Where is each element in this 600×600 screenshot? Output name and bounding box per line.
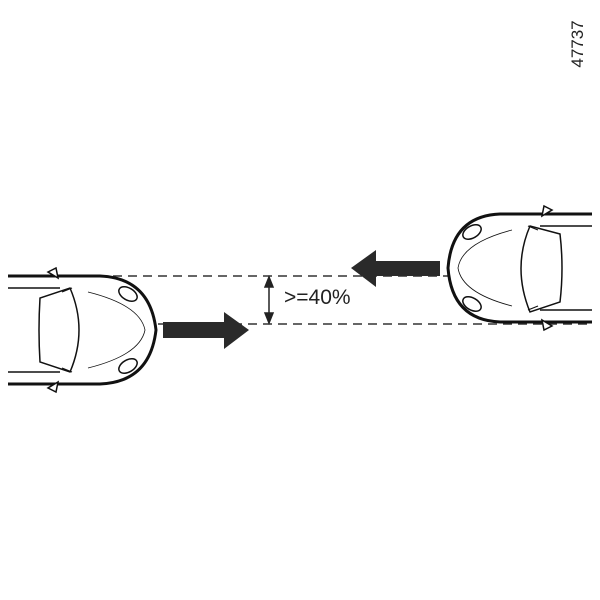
car-right <box>446 204 592 332</box>
reference-number: 47737 <box>568 20 587 68</box>
arrow-left-icon <box>351 250 440 287</box>
offset-label: >=40% <box>284 286 351 309</box>
double-arrow-icon <box>263 274 275 326</box>
arrow-right-icon <box>163 312 249 349</box>
car-left <box>8 266 158 394</box>
